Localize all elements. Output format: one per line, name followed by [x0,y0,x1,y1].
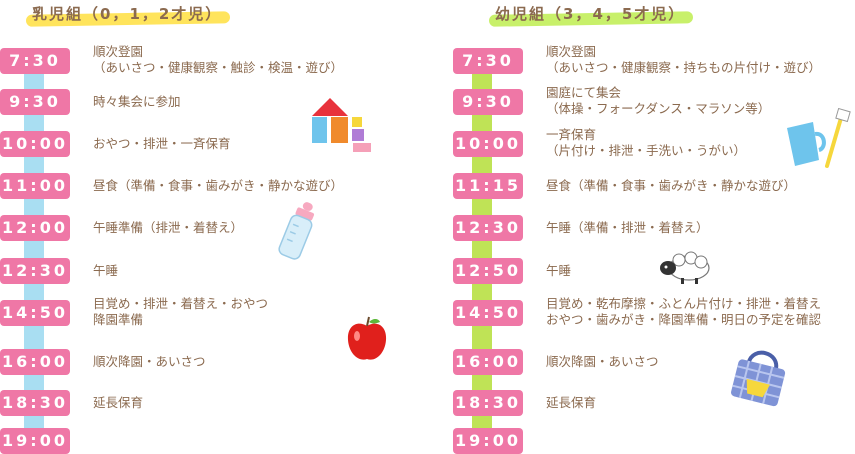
activity-line: 園庭にて集会 [546,85,622,100]
activity-line: （あいさつ・健康観察・触診・検温・遊び） [93,60,344,75]
activity-text: 午睡 [546,263,571,279]
time-badge: 14:50 [453,300,523,326]
activity-line: 昼食（準備・食事・歯みがき・静かな遊び） [546,178,797,193]
activity-line: （あいさつ・健康観察・持ちもの片付け・遊び） [546,60,822,75]
activity-text: 目覚め・乾布摩擦・ふとん片付け・排泄・着替えおやつ・歯みがき・降園準備・明日の予… [546,296,821,328]
bag-icon [731,350,786,407]
activity-line: 午睡 [546,263,572,278]
activity-line: 午睡（準備・排泄・着替え） [546,220,709,235]
sheep-icon [660,251,710,284]
activity-line: 一斉保育 [546,127,597,142]
activity-text: 目覚め・排泄・着替え・おやつ降園準備 [93,296,268,328]
activity-text: おやつ・排泄・一斉保育 [93,136,231,152]
time-badge: 19:00 [0,428,70,454]
activity-line: 降園準備 [93,312,144,327]
activity-line: おやつ・排泄・一斉保育 [93,136,231,151]
infant-title: 乳児組（0，1，2才児） [25,3,231,27]
apple-icon [347,316,387,360]
cup-toothbrush-icon [787,108,851,168]
time-badge: 12:30 [453,215,523,241]
activity-line: 午睡準備（排泄・着替え） [93,220,244,235]
infant-title-text: 乳児組（0，1，2才児） [32,5,223,23]
activity-line: 順次降園・あいさつ [546,354,659,369]
time-badge: 9:30 [0,89,70,115]
activity-line: （体操・フォークダンス・マラソン等） [546,101,771,116]
activity-text: 園庭にて集会（体操・フォークダンス・マラソン等） [546,85,770,117]
activity-text: 午睡 [93,263,118,279]
time-badge: 12:00 [0,215,70,241]
baby-bottle-icon [278,202,315,260]
time-badge: 12:50 [453,258,523,284]
timeline-rail [24,58,44,447]
activity-line: 延長保育 [93,395,144,410]
activity-line: おやつ・歯みがき・降園準備・明日の予定を確認 [546,312,822,327]
activity-line: 順次登園 [93,44,144,59]
time-badge: 10:00 [453,131,523,157]
toddler-title: 幼児組（3，4，5才児） [488,3,694,27]
activity-line: 延長保育 [546,395,597,410]
activity-text: 順次降園・あいさつ [546,354,659,370]
timeline-rail [472,58,492,447]
time-badge: 11:00 [0,173,70,199]
time-badge: 7:30 [0,48,70,74]
activity-line: 順次登園 [546,44,597,59]
time-badge: 7:30 [453,48,523,74]
infant-schedule: 乳児組（0，1，2才児） 7:30 順次登園（あいさつ・健康観察・触診・検温・遊び… [0,0,430,454]
toddler-schedule: 幼児組（3，4，5才児） 7:30 順次登園（あいさつ・健康観察・持ちもの片付け・… [445,0,855,454]
time-badge: 11:15 [453,173,523,199]
time-badge: 12:30 [0,258,70,284]
time-badge: 18:30 [0,390,70,416]
time-badge: 16:00 [0,349,70,375]
activity-line: 昼食（準備・食事・歯みがき・静かな遊び） [93,178,344,193]
activity-line: 午睡 [93,263,119,278]
activity-line: 順次降園・あいさつ [93,354,206,369]
activity-text: 一斉保育（片付け・排泄・手洗い・うがい） [546,127,746,159]
time-badge: 18:30 [453,390,523,416]
activity-text: 昼食（準備・食事・歯みがき・静かな遊び） [546,178,796,194]
time-badge: 16:00 [453,349,523,375]
activity-text: 延長保育 [546,395,596,411]
time-badge: 9:30 [453,89,523,115]
toddler-title-text: 幼児組（3，4，5才児） [495,5,686,23]
activity-text: 午睡（準備・排泄・着替え） [546,220,709,236]
time-badge: 19:00 [453,428,523,454]
activity-line: 目覚め・乾布摩擦・ふとん片付け・排泄・着替え [546,296,822,311]
activity-line: （片付け・排泄・手洗い・うがい） [546,143,747,158]
activity-text: 順次登園（あいさつ・健康観察・持ちもの片付け・遊び） [546,44,821,76]
activity-text: 昼食（準備・食事・歯みがき・静かな遊び） [93,178,343,194]
activity-text: 延長保育 [93,395,143,411]
time-badge: 10:00 [0,131,70,157]
toy-blocks-icon [312,98,371,152]
activity-text: 時々集会に参加 [93,94,181,110]
activity-line: 目覚め・排泄・着替え・おやつ [93,296,269,311]
activity-text: 順次降園・あいさつ [93,354,206,370]
activity-line: 時々集会に参加 [93,94,181,109]
activity-text: 午睡準備（排泄・着替え） [93,220,243,236]
time-badge: 14:50 [0,300,70,326]
activity-text: 順次登園（あいさつ・健康観察・触診・検温・遊び） [93,44,343,76]
